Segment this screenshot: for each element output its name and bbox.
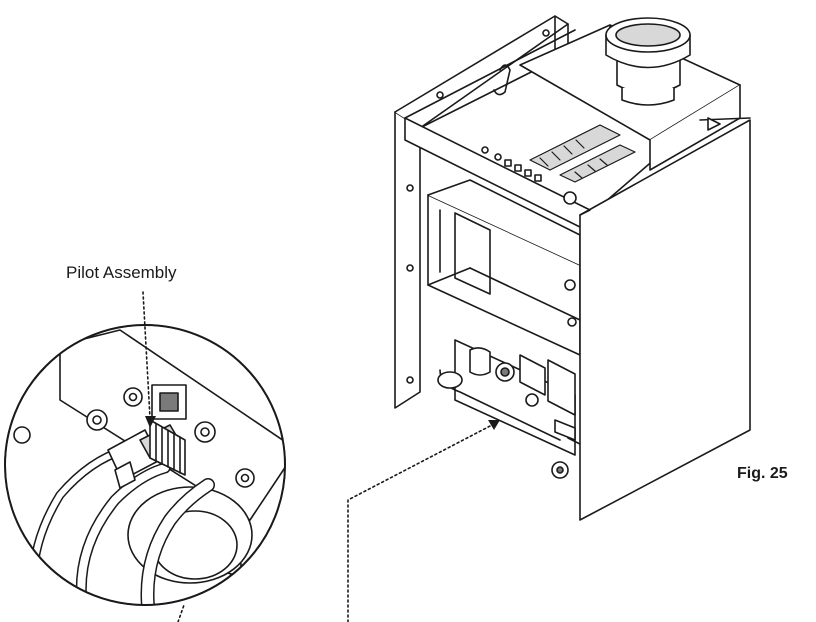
terminal-block [529, 124, 636, 183]
pilot-fitting [107, 419, 186, 489]
heat-exchanger [427, 179, 581, 356]
burner-manifold [437, 339, 581, 479]
pilot-detail-view [4, 324, 286, 606]
detail-arrowhead [488, 420, 500, 430]
figure-number: Fig. 25 [737, 465, 788, 482]
pilot-leader-line [142, 291, 151, 419]
leader-lines [142, 291, 493, 622]
flue-collar [605, 17, 691, 106]
side-panel [579, 117, 751, 521]
pilot-arrowhead [145, 416, 156, 428]
circle-leader-line [177, 604, 185, 622]
detail-leader-line [347, 424, 493, 622]
pilot-assembly-label: Pilot Assembly [66, 263, 177, 282]
boiler-unit [394, 15, 751, 521]
